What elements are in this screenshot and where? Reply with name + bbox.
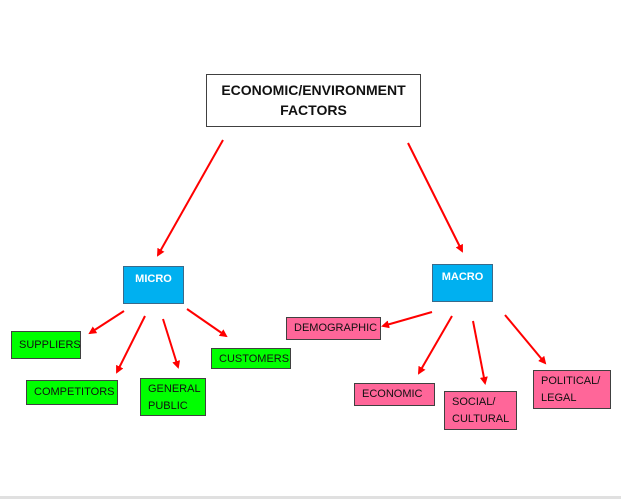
arrow-micro-to-competitors: [116, 315, 146, 374]
arrow-macro-to-social-cultural: [472, 320, 488, 385]
demographic-node: DEMOGRAPHIC: [286, 317, 381, 340]
micro-node: MICRO: [123, 266, 184, 304]
social-cultural-node: SOCIAL/ CULTURAL: [444, 391, 517, 430]
root-node: ECONOMIC/ENVIRONMENT FACTORS: [206, 74, 421, 127]
general-public-node: GENERAL PUBLIC: [140, 378, 206, 416]
arrow-micro-to-suppliers: [88, 310, 125, 335]
macro-node: MACRO: [432, 264, 493, 302]
page-bottom-border: [0, 496, 621, 499]
competitors-node: COMPETITORS: [26, 380, 118, 405]
suppliers-node: SUPPLIERS: [11, 331, 81, 359]
arrow-micro-to-customers: [186, 308, 228, 338]
arrow-macro-to-demographic: [381, 311, 433, 329]
arrow-micro-to-general-public: [162, 318, 181, 369]
arrow-root-to-micro: [157, 139, 224, 257]
arrow-macro-to-economic: [417, 315, 453, 375]
arrow-macro-to-political-legal: [504, 314, 547, 365]
political-legal-node: POLITICAL/ LEGAL: [533, 370, 611, 409]
arrow-root-to-macro: [407, 142, 463, 253]
customers-node: CUSTOMERS: [211, 348, 291, 369]
economic-node: ECONOMIC: [354, 383, 435, 406]
